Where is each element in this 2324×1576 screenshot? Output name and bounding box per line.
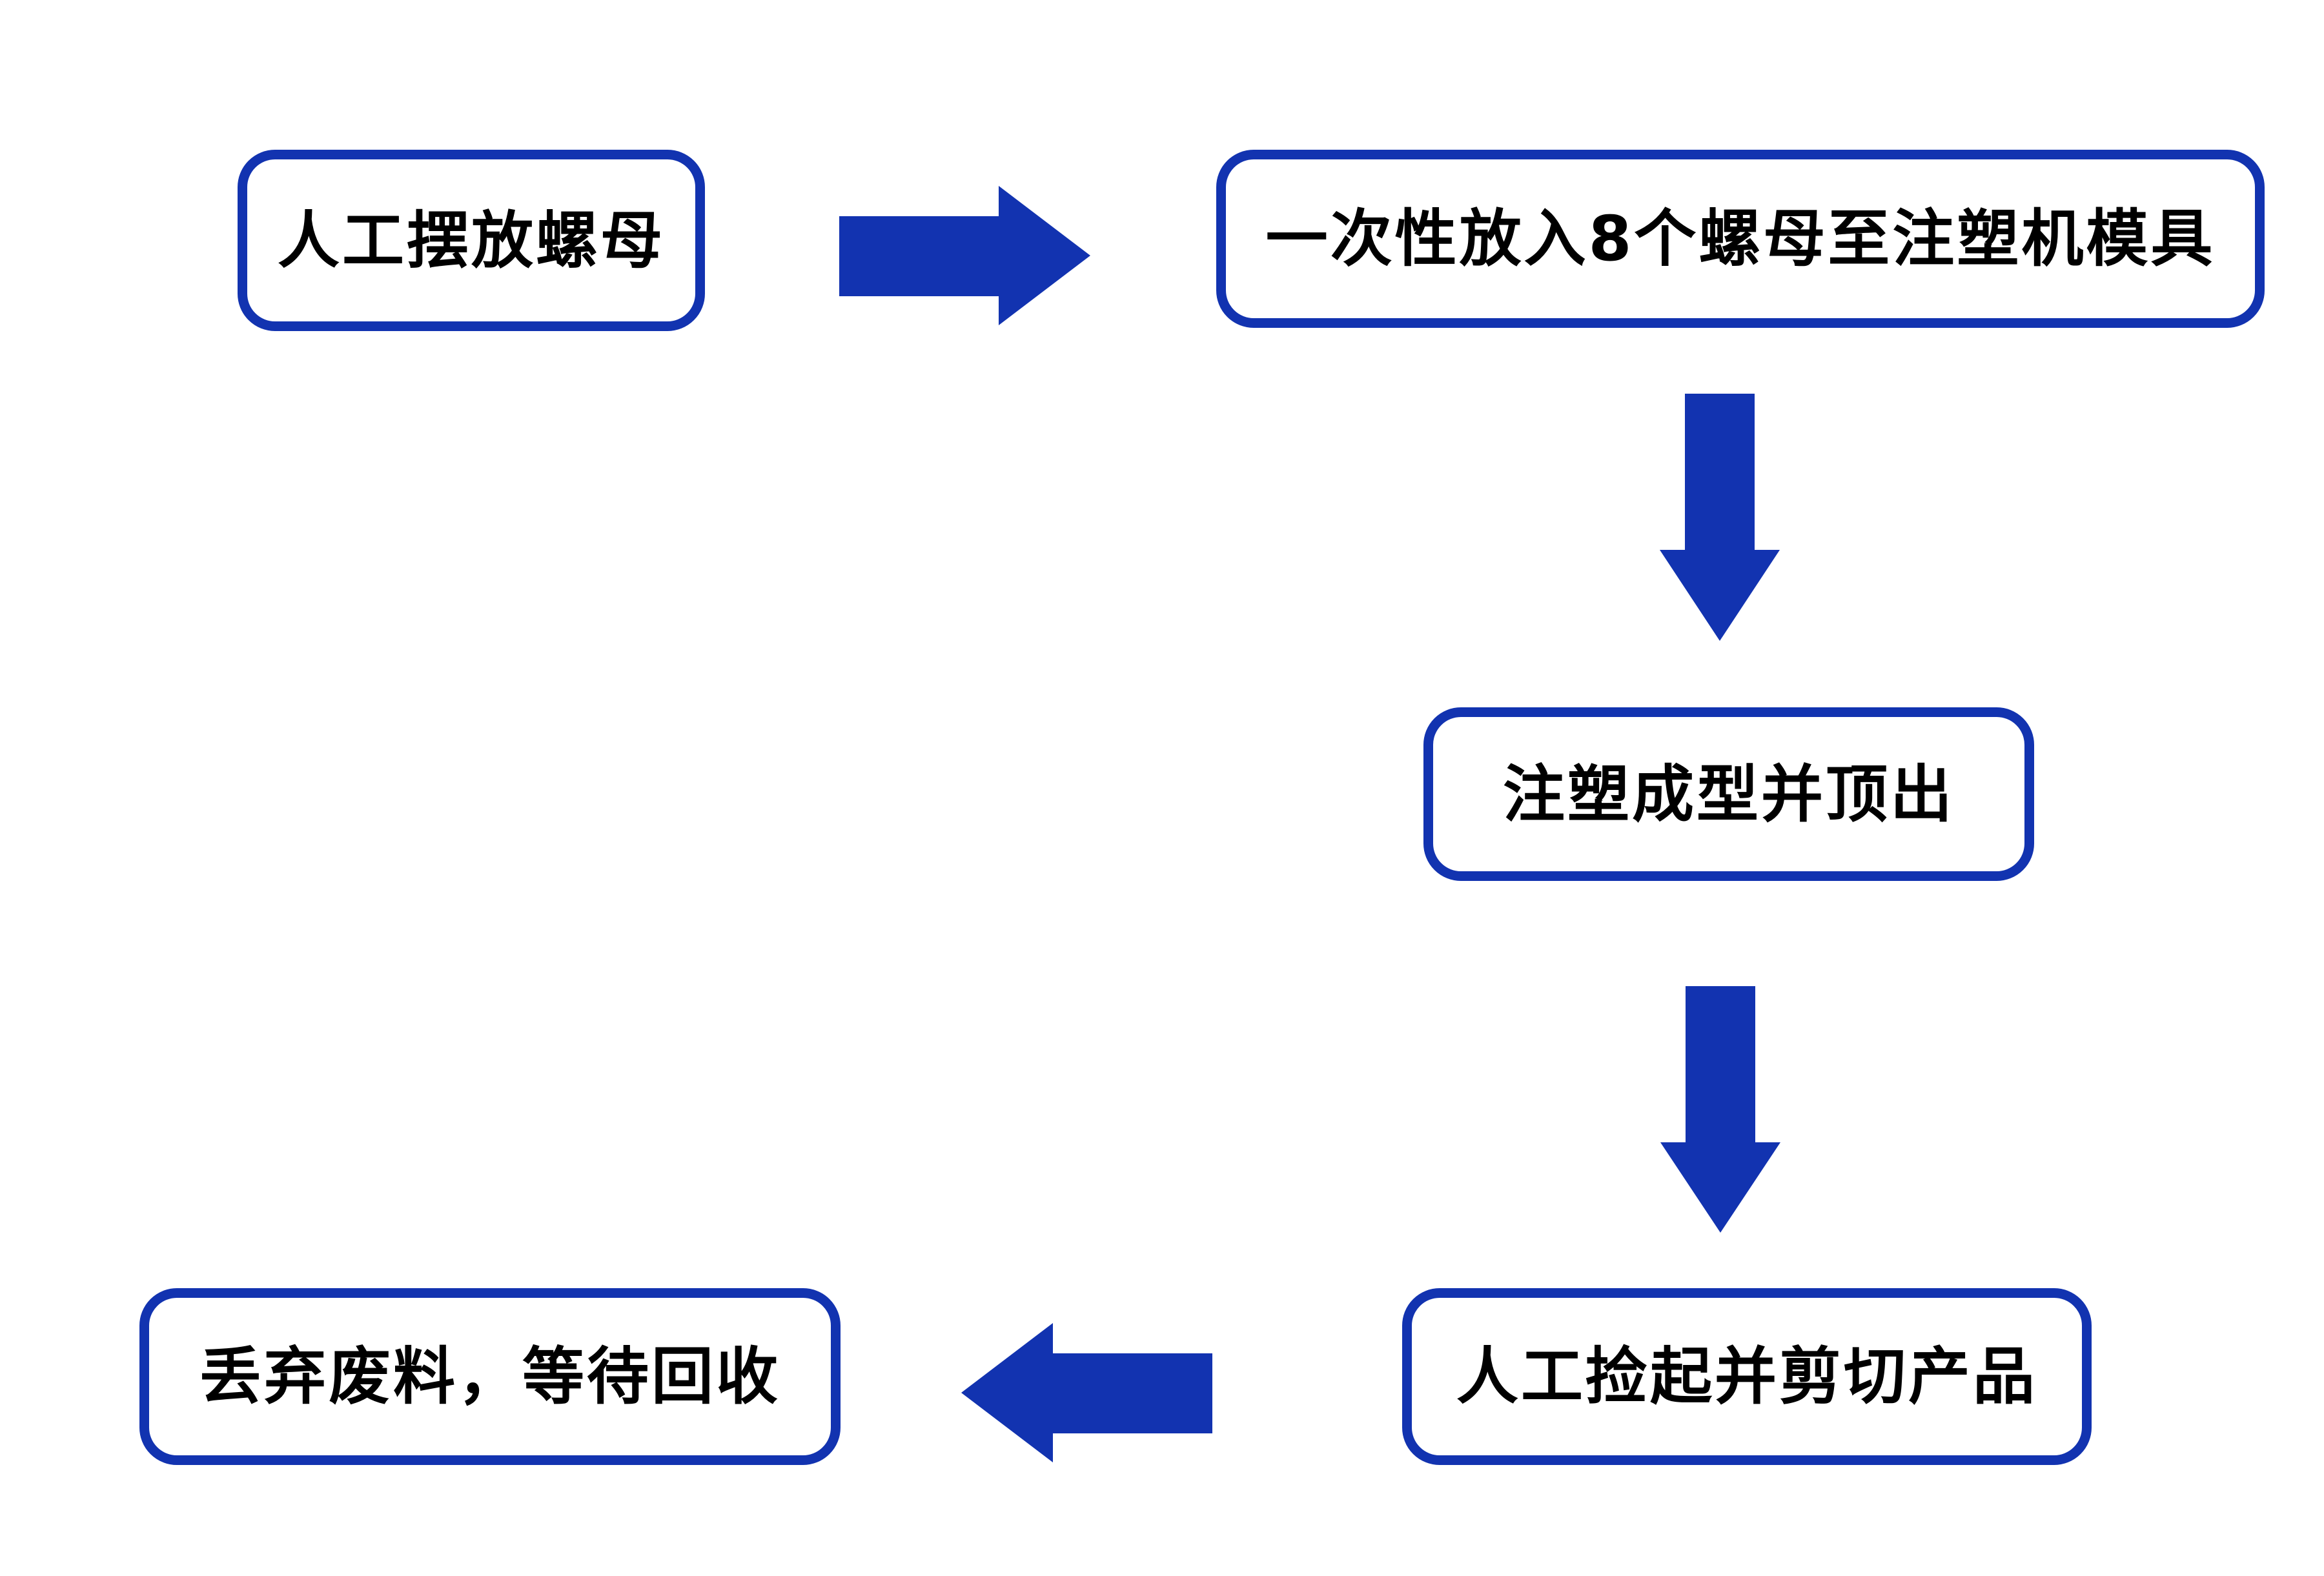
node-discard-waste-label: 丢弃废料，等待回收 <box>199 1340 780 1413</box>
flow-arrow-down-1-shape <box>1660 394 1780 641</box>
node-pickup-cut: 人工捡起并剪切产品 <box>1402 1288 2092 1465</box>
node-pickup-cut-label: 人工捡起并剪切产品 <box>1456 1340 2037 1413</box>
node-insert-nuts-label: 一次性放入8个螺母至注塑机模具 <box>1265 203 2216 275</box>
node-discard-waste: 丢弃废料，等待回收 <box>139 1288 841 1465</box>
flow-arrow-left-icon <box>961 1323 1212 1462</box>
flow-arrow-down-1-icon <box>1660 394 1780 641</box>
flow-arrow-left-shape <box>961 1323 1212 1462</box>
node-place-nuts-label: 人工摆放螺母 <box>278 204 665 277</box>
node-molding-eject-label: 注塑成型并顶出 <box>1503 758 1955 831</box>
node-molding-eject: 注塑成型并顶出 <box>1423 707 2034 881</box>
flow-arrow-down-2-shape <box>1660 986 1780 1233</box>
flow-arrow-right-icon <box>839 186 1090 325</box>
flow-arrow-down-2-icon <box>1660 986 1780 1233</box>
node-insert-nuts: 一次性放入8个螺母至注塑机模具 <box>1216 150 2265 328</box>
flow-arrow-right-shape <box>839 186 1090 325</box>
node-place-nuts: 人工摆放螺母 <box>238 150 705 331</box>
